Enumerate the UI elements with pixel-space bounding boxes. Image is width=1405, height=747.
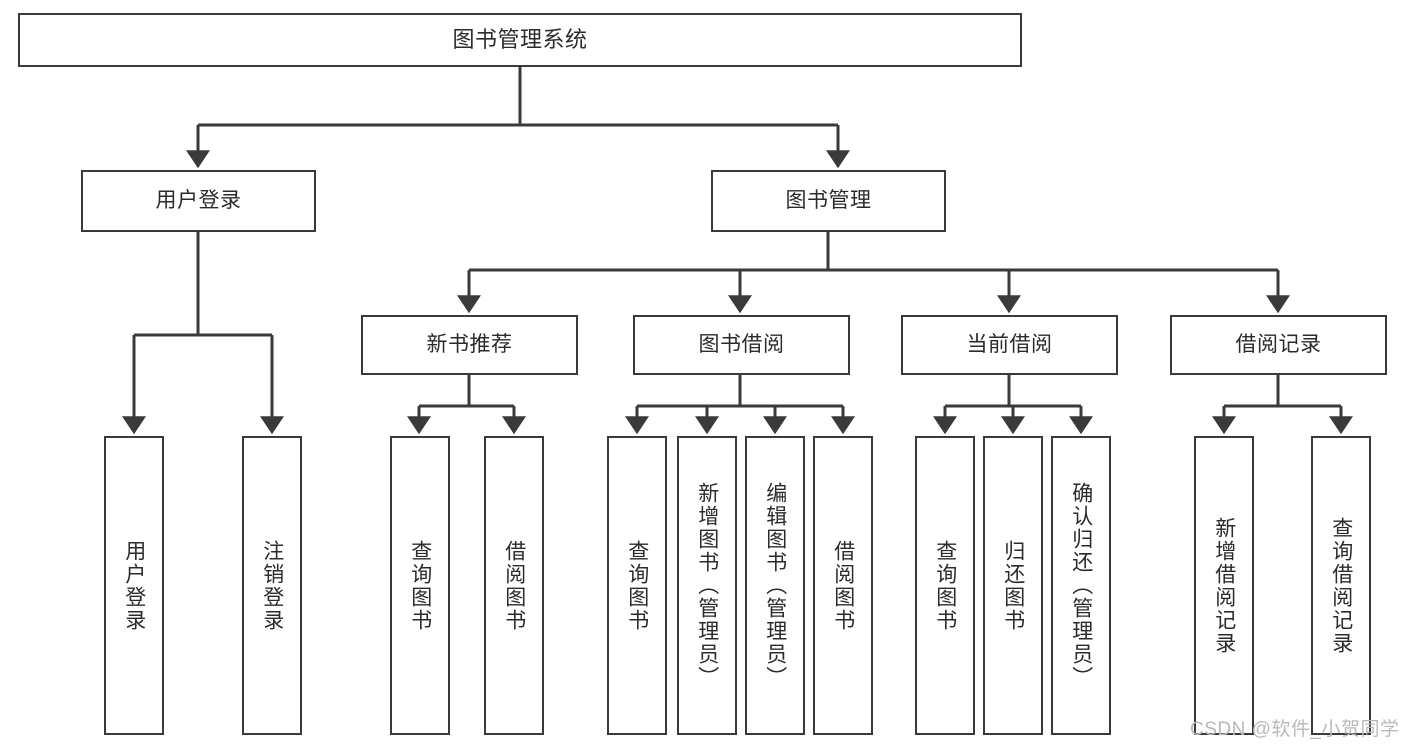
node-label: 编辑图书（管理员） [763, 482, 787, 689]
node-label: 查询图书 [625, 539, 649, 632]
node-label: 查询借阅记录 [1329, 516, 1353, 655]
node-current-borrow[interactable]: 当前借阅 [901, 315, 1118, 375]
node-label: 查询图书 [933, 539, 957, 632]
node-user-login[interactable]: 用户登录 [81, 170, 316, 232]
leaf-edit-book-admin[interactable]: 编辑图书（管理员） [745, 436, 805, 735]
node-label: 新书推荐 [426, 333, 513, 357]
node-label: 图书管理 [785, 189, 872, 213]
leaf-logout[interactable]: 注销登录 [242, 436, 302, 735]
leaf-borrow-book-recommend[interactable]: 借阅图书 [484, 436, 544, 735]
node-label: 新增图书（管理员） [695, 482, 719, 689]
leaf-add-book-admin[interactable]: 新增图书（管理员） [677, 436, 737, 735]
node-label: 注销登录 [260, 539, 284, 632]
node-borrow-record[interactable]: 借阅记录 [1170, 315, 1387, 375]
node-book-borrow[interactable]: 图书借阅 [633, 315, 850, 375]
node-label: 用户登录 [122, 539, 146, 632]
leaf-confirm-return-admin[interactable]: 确认归还（管理员） [1051, 436, 1111, 735]
node-label: 新增借阅记录 [1212, 516, 1236, 655]
node-book-management[interactable]: 图书管理 [711, 170, 946, 232]
node-label: 确认归还（管理员） [1069, 482, 1093, 689]
node-label: 查询图书 [408, 539, 432, 632]
node-label: 图书借阅 [698, 333, 785, 357]
node-label: 借阅图书 [502, 539, 526, 632]
leaf-query-book-borrow[interactable]: 查询图书 [607, 436, 667, 735]
leaf-return-book[interactable]: 归还图书 [983, 436, 1043, 735]
node-new-book-recommend[interactable]: 新书推荐 [361, 315, 578, 375]
leaf-add-borrow-record[interactable]: 新增借阅记录 [1194, 436, 1254, 735]
node-label: 当前借阅 [966, 333, 1053, 357]
node-label: 归还图书 [1001, 539, 1025, 632]
node-label: 借阅图书 [831, 539, 855, 632]
leaf-query-borrow-record[interactable]: 查询借阅记录 [1311, 436, 1371, 735]
leaf-user-login[interactable]: 用户登录 [104, 436, 164, 735]
node-root[interactable]: 图书管理系统 [18, 13, 1022, 67]
csdn-watermark: CSDN @软件_小贺同学 [1190, 719, 1400, 740]
node-label: 借阅记录 [1235, 333, 1322, 357]
node-label: 用户登录 [155, 189, 242, 213]
leaf-query-book-recommend[interactable]: 查询图书 [390, 436, 450, 735]
leaf-query-book-current[interactable]: 查询图书 [915, 436, 975, 735]
node-label: 图书管理系统 [452, 26, 588, 52]
leaf-borrow-book[interactable]: 借阅图书 [813, 436, 873, 735]
